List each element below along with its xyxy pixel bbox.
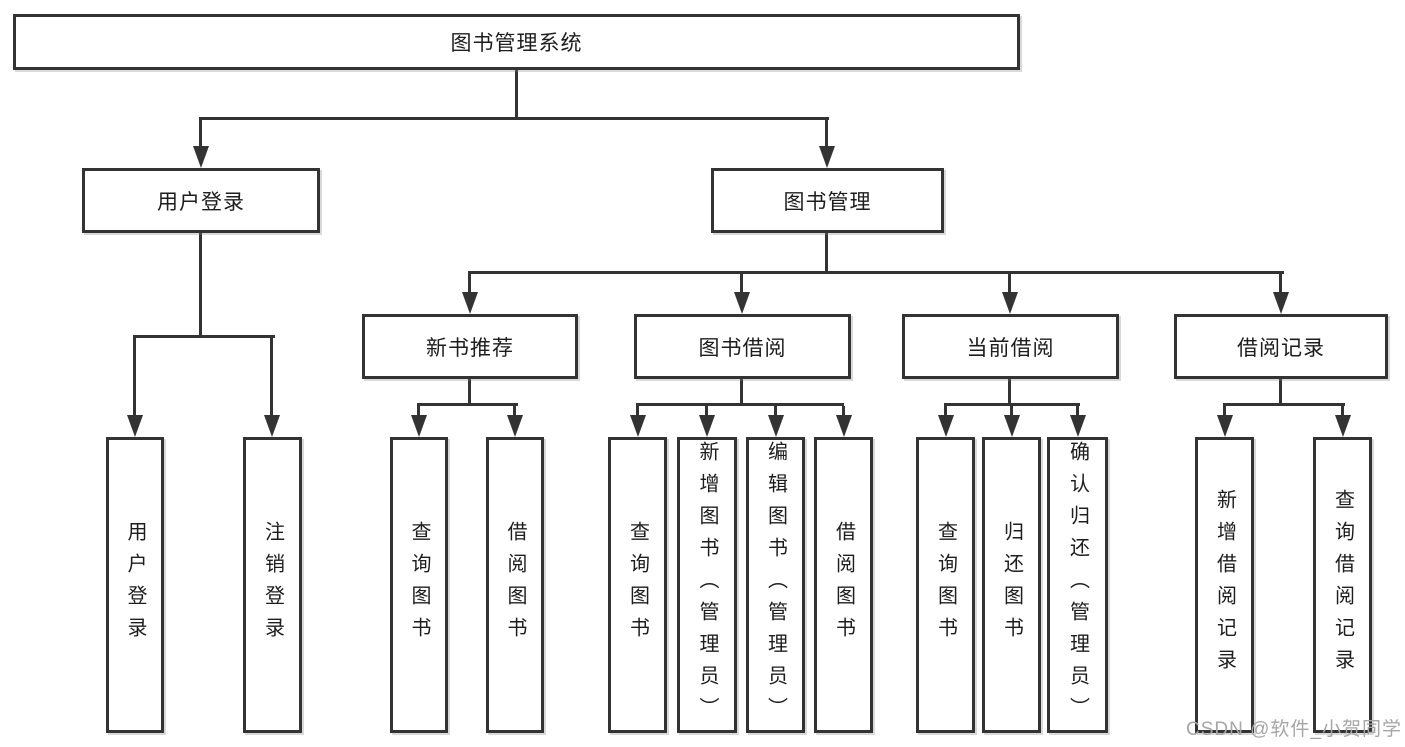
leaf-query-books-current: 查询图书 (916, 437, 975, 733)
connector-line (1223, 406, 1226, 418)
connector-line (1279, 376, 1282, 406)
connector-line (944, 406, 947, 418)
arrowhead-icon (1002, 292, 1018, 314)
connector-line (199, 233, 202, 338)
connector-line (513, 406, 516, 418)
node-current-borrowing: 当前借阅 (902, 314, 1119, 379)
leaf-add-borrow-record: 新增借阅记录 (1195, 437, 1254, 733)
leaf-borrow-books: 借阅图书 (814, 437, 873, 733)
leaf-user-login: 用户登录 (106, 437, 164, 733)
arrowhead-icon (264, 415, 280, 437)
leaf-query-borrow-record: 查询借阅记录 (1313, 437, 1372, 733)
connector-line (944, 403, 1080, 406)
connector-line (1341, 406, 1344, 418)
leaf-logout: 注销登录 (243, 437, 302, 733)
connector-line (1010, 406, 1013, 418)
arrowhead-icon (630, 415, 646, 437)
connector-line (133, 338, 136, 417)
connector-line (825, 120, 828, 148)
connector-line (199, 117, 829, 120)
connector-line (1008, 377, 1011, 406)
node-user-login: 用户登录 (82, 168, 320, 233)
arrowhead-icon (699, 415, 715, 437)
connector-line (740, 274, 743, 294)
connector-line (468, 274, 471, 294)
connector-line (417, 403, 518, 406)
arrowhead-icon (819, 146, 835, 168)
connector-line (270, 338, 273, 417)
connector-line (774, 406, 777, 418)
connector-line (740, 379, 743, 406)
leaf-confirm-return-admin: 确认归还（管理员） (1047, 437, 1108, 733)
arrowhead-icon (836, 415, 852, 437)
connector-line (1076, 406, 1079, 418)
leaf-query-books-borrow: 查询图书 (608, 437, 667, 733)
connector-line (199, 120, 202, 148)
connector-line (1279, 274, 1282, 294)
arrowhead-icon (193, 146, 209, 168)
connector-line (636, 403, 844, 406)
connector-line (1223, 403, 1345, 406)
leaf-query-books-recommend: 查询图书 (390, 437, 448, 733)
leaf-edit-book-admin: 编辑图书（管理员） (746, 437, 805, 733)
leaf-borrow-books-recommend: 借阅图书 (486, 437, 544, 733)
connector-line (417, 406, 420, 418)
arrowhead-icon (768, 415, 784, 437)
csdn-watermark: CSDN @软件_小贺同学 (1186, 719, 1402, 740)
connector-line (1008, 274, 1011, 294)
arrowhead-icon (1070, 415, 1086, 437)
arrowhead-icon (462, 292, 478, 314)
arrowhead-icon (734, 292, 750, 314)
node-borrowing-records: 借阅记录 (1174, 314, 1388, 379)
arrowhead-icon (1273, 292, 1289, 314)
node-library-management-system: 图书管理系统 (13, 14, 1020, 70)
connector-line (133, 335, 275, 338)
arrowhead-icon (507, 415, 523, 437)
arrowhead-icon (938, 415, 954, 437)
arrowhead-icon (1217, 415, 1233, 437)
connector-line (705, 406, 708, 418)
leaf-add-book-admin: 新增图书（管理员） (677, 437, 737, 733)
arrowhead-icon (411, 415, 427, 437)
connector-line (636, 406, 639, 418)
arrowhead-icon (127, 415, 143, 437)
node-new-book-recommendation: 新书推荐 (362, 314, 578, 379)
connector-line (468, 379, 471, 406)
connector-line (842, 406, 845, 418)
connector-line (468, 271, 1284, 274)
arrowhead-icon (1004, 415, 1020, 437)
leaf-return-book: 归还图书 (982, 437, 1041, 733)
node-book-management: 图书管理 (711, 168, 944, 233)
connector-line (825, 233, 828, 274)
node-book-borrowing: 图书借阅 (634, 314, 851, 379)
arrowhead-icon (1335, 415, 1351, 437)
connector-line (515, 68, 518, 120)
